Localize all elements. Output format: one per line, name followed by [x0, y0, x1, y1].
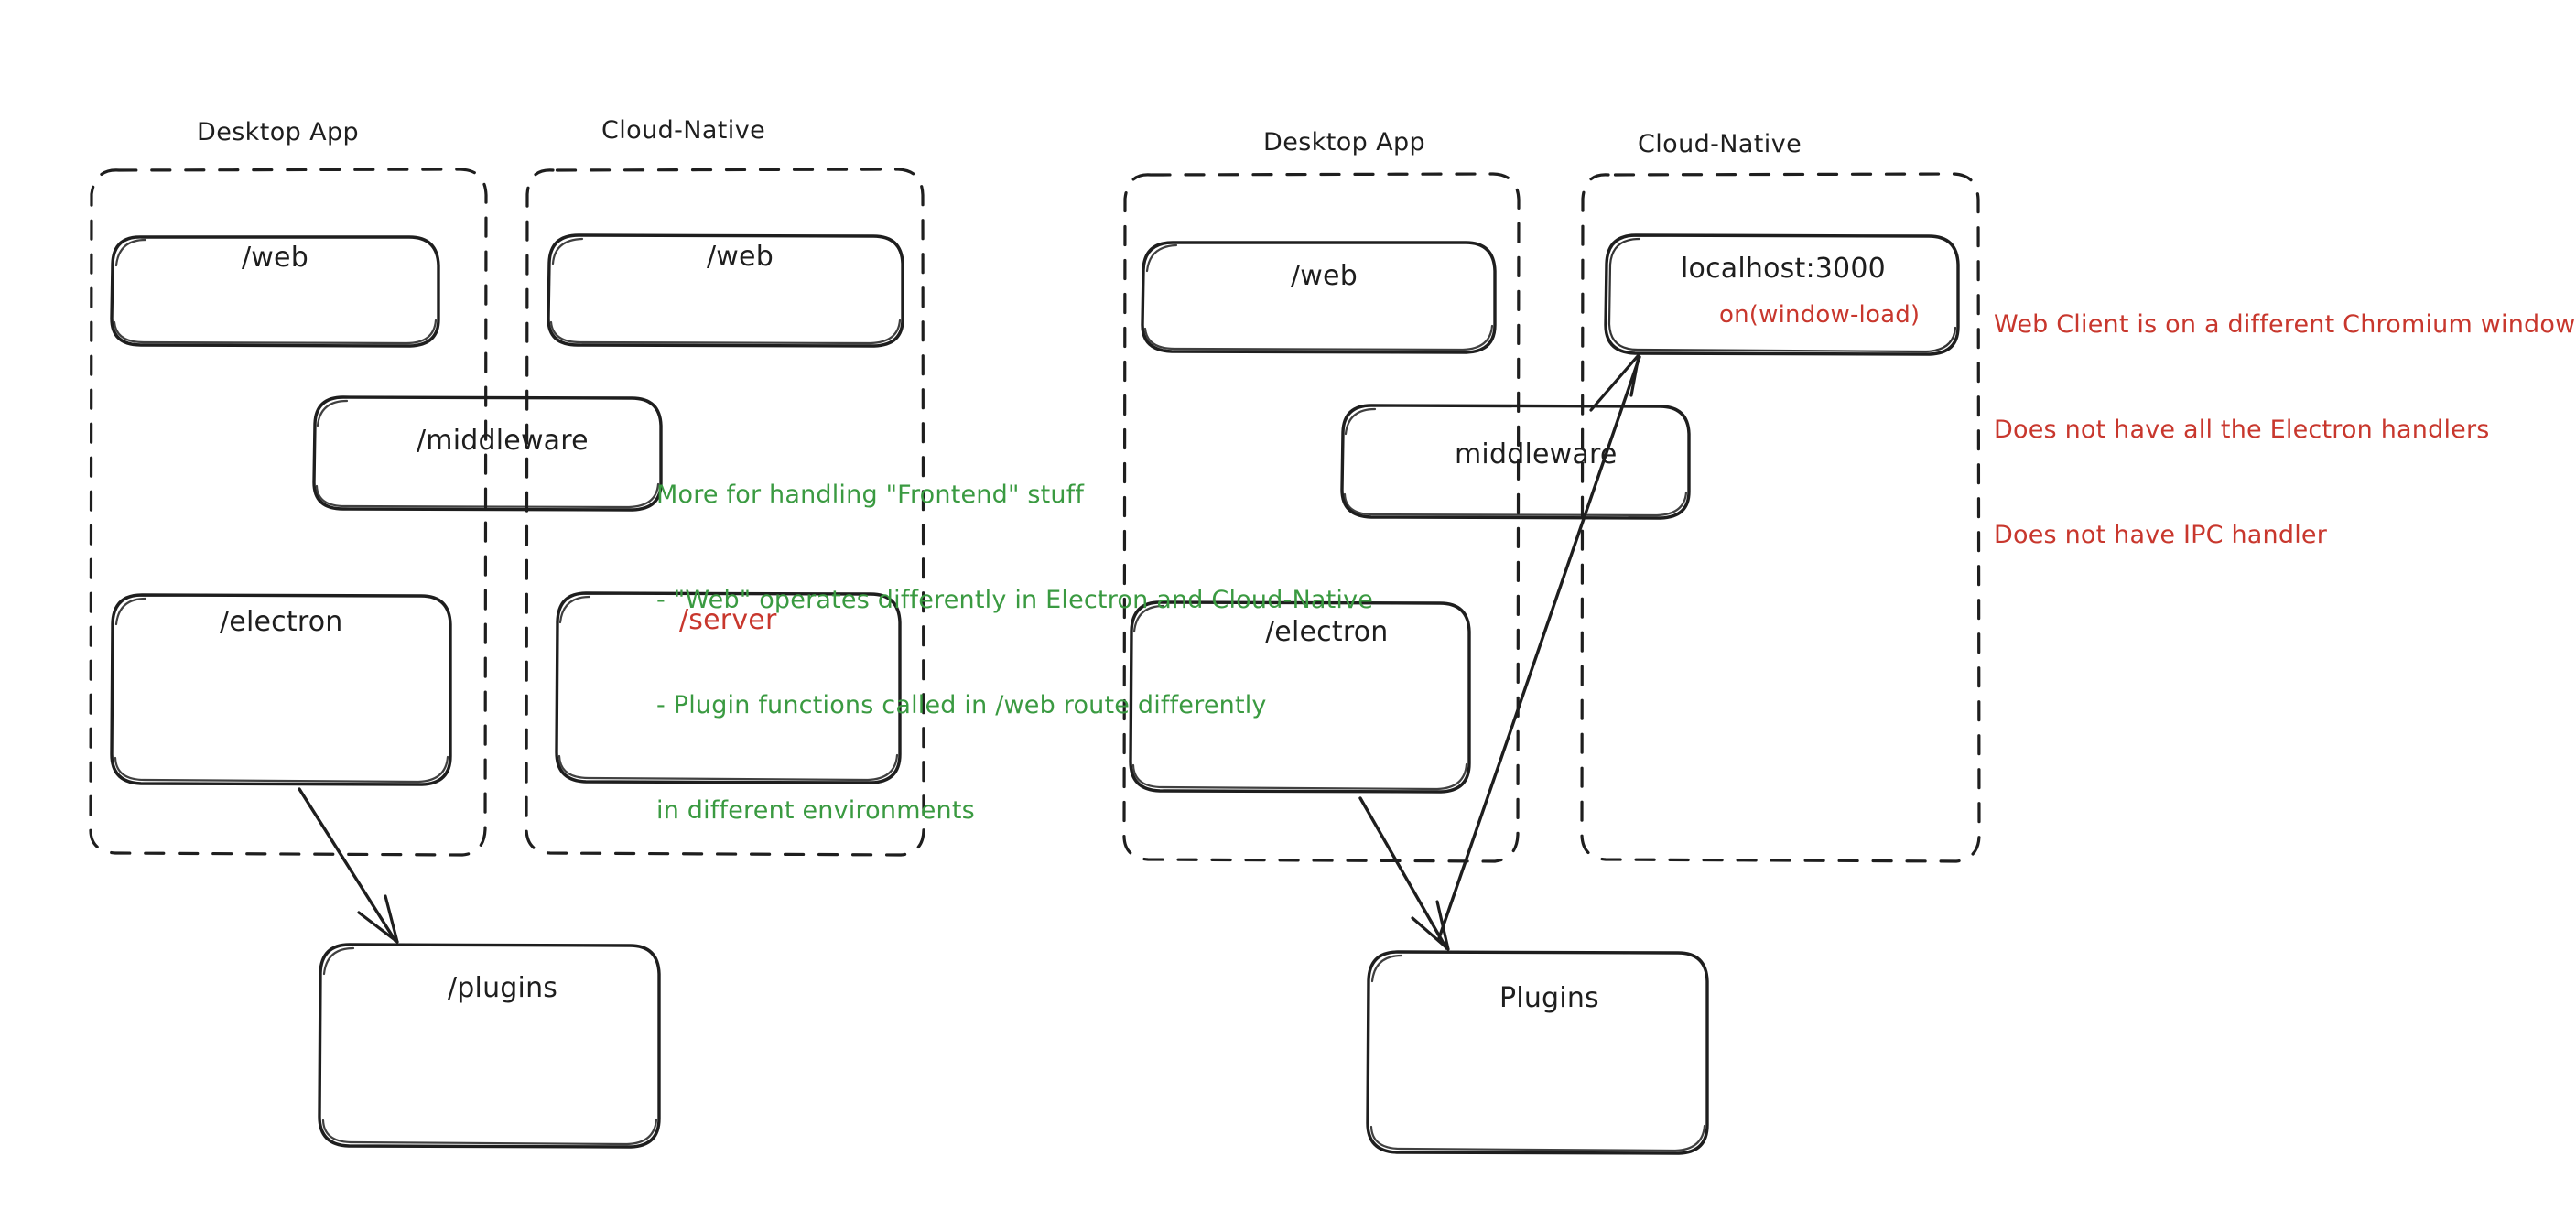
- node-label-left-cloud-server: /server: [679, 604, 777, 636]
- annotation-frontend-note-line-3: - Plugin functions called in /web route …: [656, 690, 1267, 719]
- group-title-right-desktop-app: Desktop App: [1263, 128, 1426, 157]
- annotation-frontend-note: More for handling "Frontend" stuff - "We…: [656, 407, 1373, 899]
- node-sublabel-right-localhost: on(window-load): [1719, 301, 1921, 329]
- annotation-frontend-note-line-1: More for handling "Frontend" stuff: [656, 480, 1085, 509]
- node-label-right-desktop-web: /web: [1291, 260, 1358, 292]
- node-label-left-middleware: /middleware: [417, 425, 589, 457]
- group-title-left-cloud-native: Cloud-Native: [601, 116, 766, 145]
- node-label-left-desktop-electron: /electron: [220, 606, 343, 638]
- node-label-right-desktop-electron: /electron: [1265, 616, 1389, 648]
- annotation-web-client-note-line-1: Web Client is on a different Chromium wi…: [1994, 309, 2576, 339]
- annotation-web-client-note: Web Client is on a different Chromium wi…: [1994, 237, 2575, 623]
- annotation-frontend-note-line-4: in different environments: [656, 795, 975, 825]
- group-title-right-cloud-native: Cloud-Native: [1638, 130, 1802, 158]
- node-label-right-plugins: Plugins: [1499, 982, 1599, 1014]
- group-title-left-desktop-app: Desktop App: [197, 118, 360, 146]
- node-label-left-plugins: /plugins: [448, 972, 558, 1004]
- annotation-web-client-note-line-3: Does not have IPC handler: [1994, 520, 2328, 549]
- arrow-right-electron-to-plugins: [1358, 796, 1450, 951]
- node-label-right-localhost: localhost:3000: [1681, 253, 1886, 285]
- node-label-right-middleware: middleware: [1455, 438, 1618, 470]
- node-label-left-desktop-web: /web: [242, 242, 308, 274]
- node-label-left-cloud-web: /web: [707, 241, 774, 273]
- arrow-left-electron-to-plugins: [298, 787, 399, 944]
- annotation-frontend-note-line-2: - "Web" operates differently in Electron…: [656, 585, 1374, 614]
- annotation-web-client-note-line-2: Does not have all the Electron handlers: [1994, 415, 2490, 444]
